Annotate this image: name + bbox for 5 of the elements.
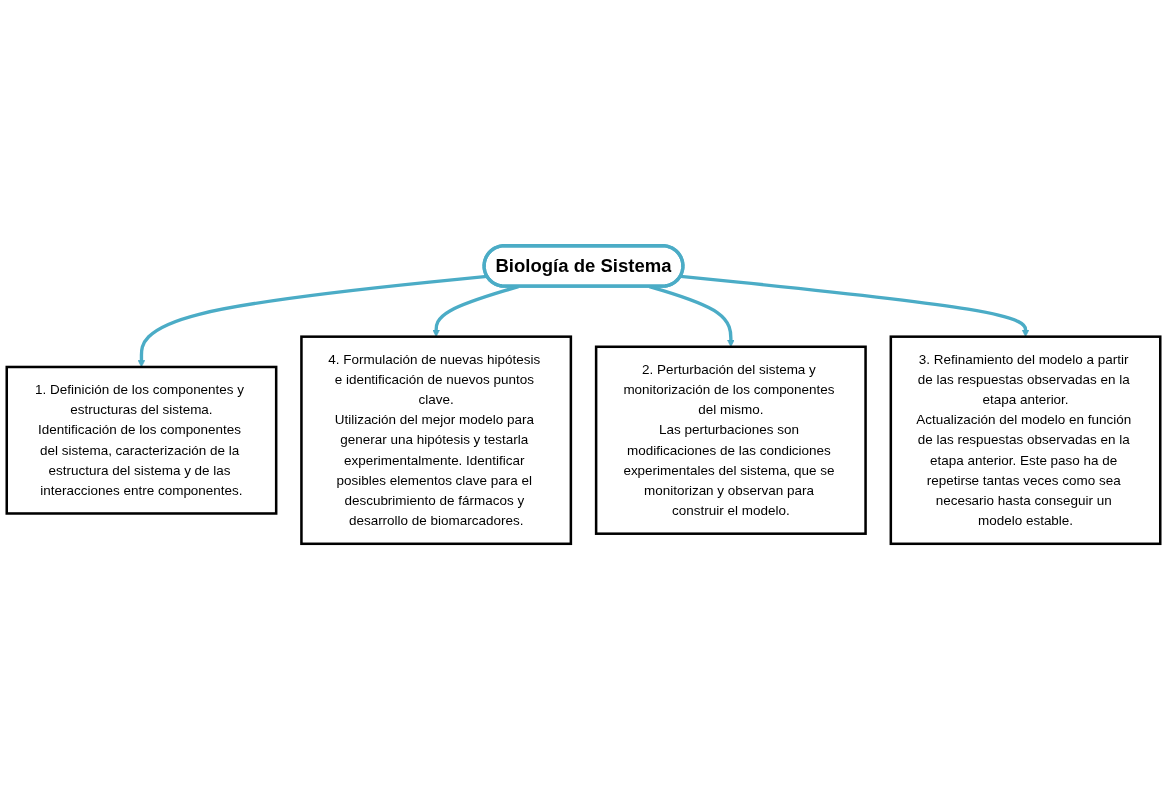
node-box: 2. Perturbación del sistema y monitorización de los componentes del mismo. Las perturbaciones son modificaciones de las condiciones experimentales del sistema, que se monitorizan y observan para construir el modelo. [594, 345, 867, 536]
arrow [137, 274, 488, 368]
node-box: 3. Refinamiento del modelo a partir de las respuestas observadas en la etapa anterior. Actualización del modelo en función de las respuestas observadas en la etapa anterior. Este paso ha de repetirse tantas veces como sea necesario hasta conseguir un modelo estable. [889, 335, 1162, 546]
node-box: 4. Formulación de nuevas hipótesis e identificación de nuevos puntos clave. Utilización del mejor modelo para generar una hipótesis y testarla experimentalmente. Identificar posibles elementos clave para el descubrimiento de fármacos y desarrollo de biomarcadores. [300, 335, 573, 546]
node-box: 1. Definición de los componentes y estructuras del sistema. Identificación de los componentes del sistema, caracterización de la estructura del sistema y de las interacciones entre componentes. [5, 365, 278, 515]
